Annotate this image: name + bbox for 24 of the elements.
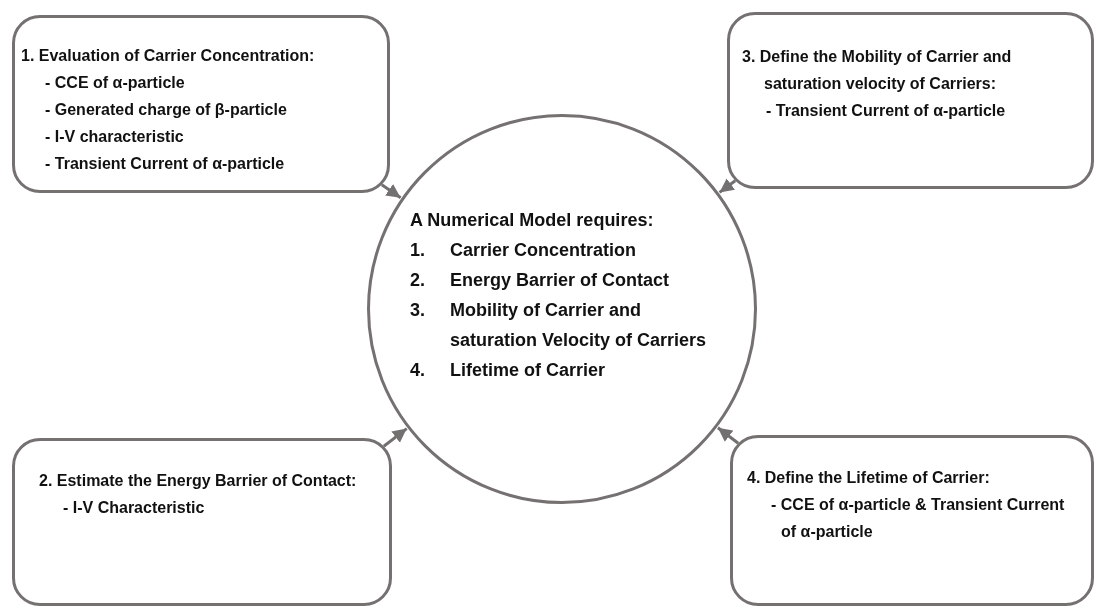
bullet-text: - CCE of α-particle — [45, 73, 186, 93]
heading-text: 2. Estimate the Energy Barrier of Contact: — [39, 471, 358, 491]
rounded-box — [12, 438, 392, 606]
rounded-box — [730, 435, 1094, 606]
bullet-text: - CCE of α-particle & Transient Current of α-particle — [771, 495, 1066, 542]
arrow — [718, 178, 737, 194]
heading-text: 4. Define the Lifetime of Carrier: — [747, 468, 991, 488]
bullet-text: - I-V Characteristic — [63, 498, 206, 518]
rounded-box — [727, 12, 1094, 189]
list-item: 4. Lifetime of Carrier — [410, 359, 607, 382]
arrow — [380, 183, 402, 199]
arrow — [717, 426, 740, 445]
rounded-box — [12, 15, 390, 193]
arrow — [382, 427, 408, 448]
list-item: 2. Energy Barrier of Contact — [410, 269, 671, 292]
list-item: 3. Mobility of Carrier and saturation Velocity of Carriers — [410, 299, 708, 352]
bullet-text: - Generated charge of β-particle — [45, 100, 288, 120]
bullet-text: - Transient Current of α-particle — [45, 154, 286, 174]
bullet-text: - Transient Current of α-particle — [766, 101, 1007, 121]
list-item: 1. Carrier Concentration — [410, 239, 638, 262]
bullet-text: - I-V characteristic — [45, 127, 185, 147]
heading-text: 1. Evaluation of Carrier Concentration: — [21, 46, 316, 66]
heading-text: 3. Define the Mobility of Carrier and saturation velocity of Carriers: — [742, 47, 1013, 94]
heading-text: A Numerical Model requires: — [410, 209, 655, 232]
